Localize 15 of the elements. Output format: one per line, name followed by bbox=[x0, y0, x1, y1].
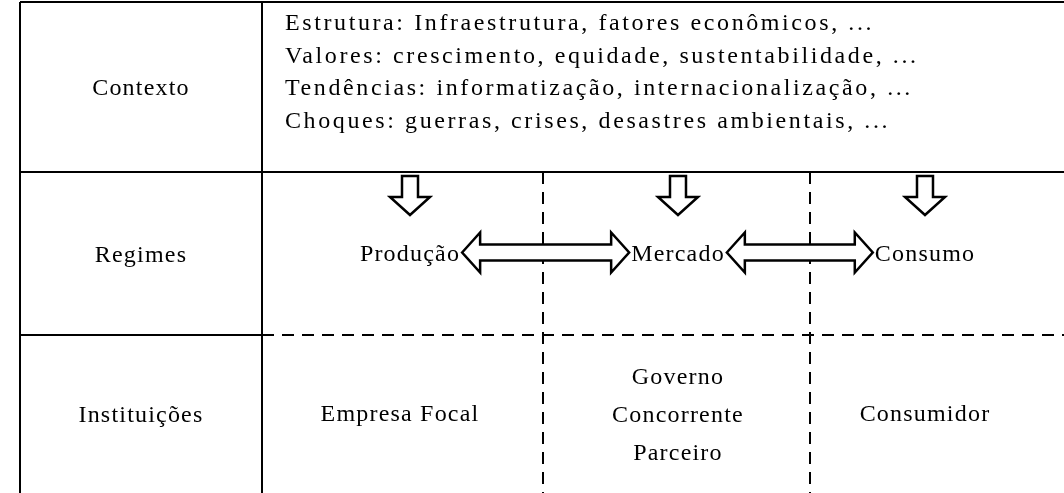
double-block-arrow bbox=[460, 229, 631, 276]
block-arrow bbox=[386, 174, 434, 217]
row-header: Instituições bbox=[20, 335, 262, 493]
regime-label: Mercado bbox=[629, 215, 727, 290]
block-arrow bbox=[654, 174, 702, 217]
row-header: Regimes bbox=[20, 172, 262, 335]
institution-label: Empresa Focal bbox=[318, 374, 482, 452]
regime-label: Consumo bbox=[872, 215, 978, 290]
institution-label: Consumidor bbox=[857, 374, 993, 452]
row-header: Contexto bbox=[20, 2, 262, 172]
block-arrow bbox=[901, 174, 949, 217]
institution-label: Governo Concorrente Parceiro bbox=[610, 355, 746, 472]
regime-label: Produção bbox=[357, 215, 463, 290]
context-text: Estrutura: Infraestrutura, fatores econômicos, ... Valores: crescimento, equidade, sustentabilidade, ... Tendências: informatização, internacionalização, ... Choques: guerras, crises, desastres ambientais, ... bbox=[285, 6, 965, 176]
double-block-arrow bbox=[725, 229, 875, 276]
